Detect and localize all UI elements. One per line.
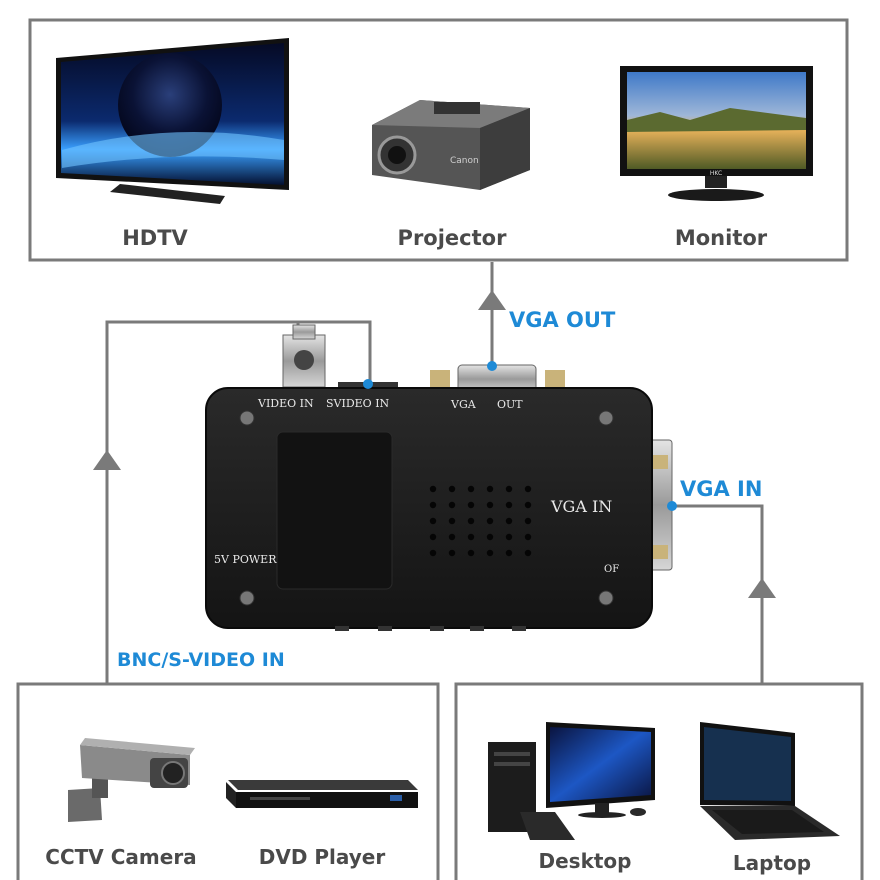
vent-hole: [467, 485, 475, 493]
laptop-label: Laptop: [733, 851, 811, 875]
bnc-svideo-in-label: BNC/S-VIDEO IN: [117, 649, 285, 671]
hdtv-label: HDTV: [122, 226, 188, 250]
vent-grille: [429, 485, 532, 557]
output-devices-frame: [28, 18, 849, 262]
vent-hole: [429, 485, 437, 493]
vent-hole: [505, 549, 513, 557]
vent-hole: [448, 549, 456, 557]
cctv-camera-illustration: [68, 738, 195, 822]
vent-hole: [448, 485, 456, 493]
svideo-connection-dot: [363, 379, 373, 389]
hdtv-illustration: [56, 38, 289, 204]
vent-hole: [467, 533, 475, 541]
vent-hole: [467, 501, 475, 509]
vent-hole: [524, 485, 532, 493]
vent-hole: [429, 533, 437, 541]
vent-hole: [486, 533, 494, 541]
laptop-illustration: [700, 722, 840, 840]
device-video-in-label: VIDEO IN: [257, 397, 314, 410]
projector-brand-logo: Canon: [450, 156, 479, 166]
cctv-camera-label: CCTV Camera: [45, 845, 196, 869]
device-power-label: 5V POWER: [214, 553, 277, 566]
vent-hole: [505, 517, 513, 525]
vent-hole: [448, 501, 456, 509]
vga-in-arrow: [748, 578, 776, 598]
dvd-player-label: DVD Player: [259, 845, 386, 869]
device-svideo-in-label: SVIDEO IN: [326, 397, 390, 410]
vent-hole: [467, 549, 475, 557]
vent-hole: [505, 533, 513, 541]
vga-out-arrow: [478, 290, 506, 310]
monitor-brand-logo: HKC: [710, 170, 722, 177]
vent-hole: [486, 549, 494, 557]
projector-illustration: Canon: [372, 100, 530, 190]
analog-sources-frame: [16, 682, 440, 880]
vent-hole: [524, 549, 532, 557]
vent-hole: [448, 517, 456, 525]
vent-hole: [524, 517, 532, 525]
vent-hole: [486, 517, 494, 525]
vent-hole: [524, 501, 532, 509]
vent-hole: [429, 517, 437, 525]
bnc-in-arrow: [93, 450, 121, 470]
converter-device: VIDEO IN SVIDEO IN VGA OUT VGA IN 5V POW…: [205, 324, 677, 631]
dvd-player-illustration: [226, 780, 418, 808]
desktop-illustration: [488, 722, 655, 840]
projector-label: Projector: [398, 226, 508, 250]
vent-hole: [448, 533, 456, 541]
vent-hole: [486, 485, 494, 493]
device-vga-label: VGA: [450, 398, 477, 411]
vent-hole: [429, 501, 437, 509]
vga-out-label: VGA OUT: [509, 308, 616, 332]
vent-hole: [429, 549, 437, 557]
monitor-label: Monitor: [675, 226, 768, 250]
device-of-label: OF: [604, 564, 619, 575]
vga-in-connection-dot: [667, 501, 677, 511]
vent-hole: [467, 517, 475, 525]
computer-sources-frame: [454, 682, 864, 880]
vent-hole: [505, 485, 513, 493]
monitor-illustration: HKC: [620, 66, 813, 201]
vent-hole: [486, 501, 494, 509]
device-out-label: OUT: [497, 398, 523, 411]
vga-out-connection-dot: [487, 361, 497, 371]
vent-hole: [524, 533, 532, 541]
vent-hole: [505, 501, 513, 509]
device-vga-in-label: VGA IN: [550, 497, 612, 516]
vga-in-label: VGA IN: [680, 477, 762, 501]
desktop-label: Desktop: [539, 849, 632, 873]
